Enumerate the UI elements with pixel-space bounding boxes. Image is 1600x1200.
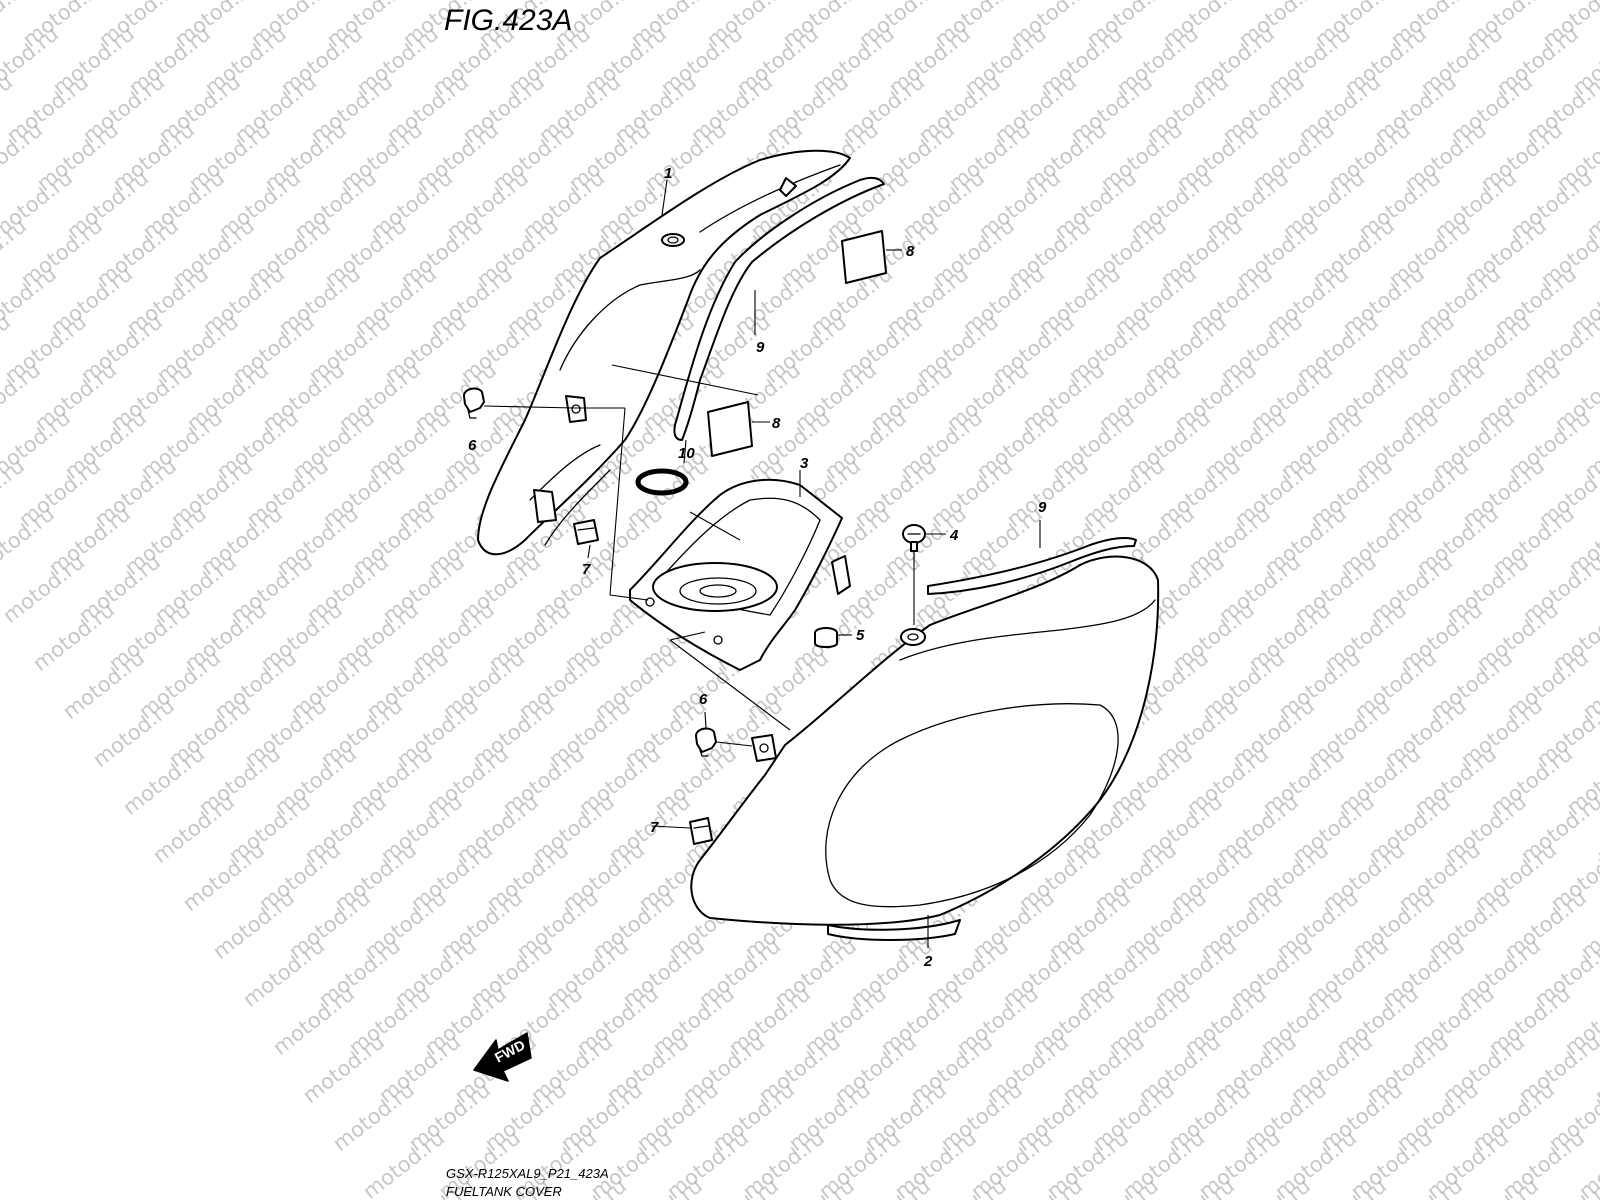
callout-7-upper: 7 bbox=[582, 561, 591, 578]
callout-8-lower: 8 bbox=[772, 415, 781, 432]
callout-2: 2 bbox=[923, 953, 933, 970]
part-4-screw bbox=[902, 524, 926, 552]
callout-3: 3 bbox=[800, 455, 809, 472]
callout-6-lower: 6 bbox=[699, 691, 708, 708]
callout-8-upper: 8 bbox=[906, 243, 915, 260]
part-9-trim-strip-lower bbox=[927, 536, 1137, 595]
callout-7-lower: 7 bbox=[650, 819, 659, 836]
figure-title: FIG.423A bbox=[444, 4, 572, 37]
part-5-grommet bbox=[814, 627, 838, 648]
part-7-nut-upper bbox=[573, 519, 599, 545]
fwd-arrow: FWD bbox=[473, 1032, 532, 1082]
part-3-cap-tray bbox=[629, 478, 851, 671]
callout-5: 5 bbox=[856, 627, 865, 644]
part-1-upper-cover bbox=[477, 149, 851, 556]
part-8-pad-lower bbox=[707, 401, 753, 457]
callout-10: 10 bbox=[678, 445, 695, 462]
figure-name: FUELTANK COVER bbox=[446, 1184, 562, 1199]
callout-6-upper: 6 bbox=[468, 437, 477, 454]
part-6-clip-lower bbox=[695, 727, 717, 757]
part-10-gasket bbox=[635, 468, 689, 496]
callout-9-upper: 9 bbox=[756, 339, 765, 356]
part-2-side-cover bbox=[690, 555, 1160, 941]
part-7-nut-lower bbox=[689, 817, 713, 845]
callout-4: 4 bbox=[949, 527, 959, 544]
leader-lines bbox=[483, 179, 1041, 948]
part-8-pad-upper bbox=[841, 230, 887, 284]
part-6-clip-upper bbox=[463, 387, 485, 419]
figure-code: GSX-R125XAL9_P21_423A bbox=[446, 1166, 609, 1181]
callout-9-lower: 9 bbox=[1038, 499, 1047, 516]
callout-labels: 1 8 9 8 6 10 3 7 4 9 5 6 7 2 bbox=[468, 165, 1047, 970]
part-9-trim-strip-upper bbox=[673, 176, 885, 441]
callout-1: 1 bbox=[664, 165, 672, 182]
